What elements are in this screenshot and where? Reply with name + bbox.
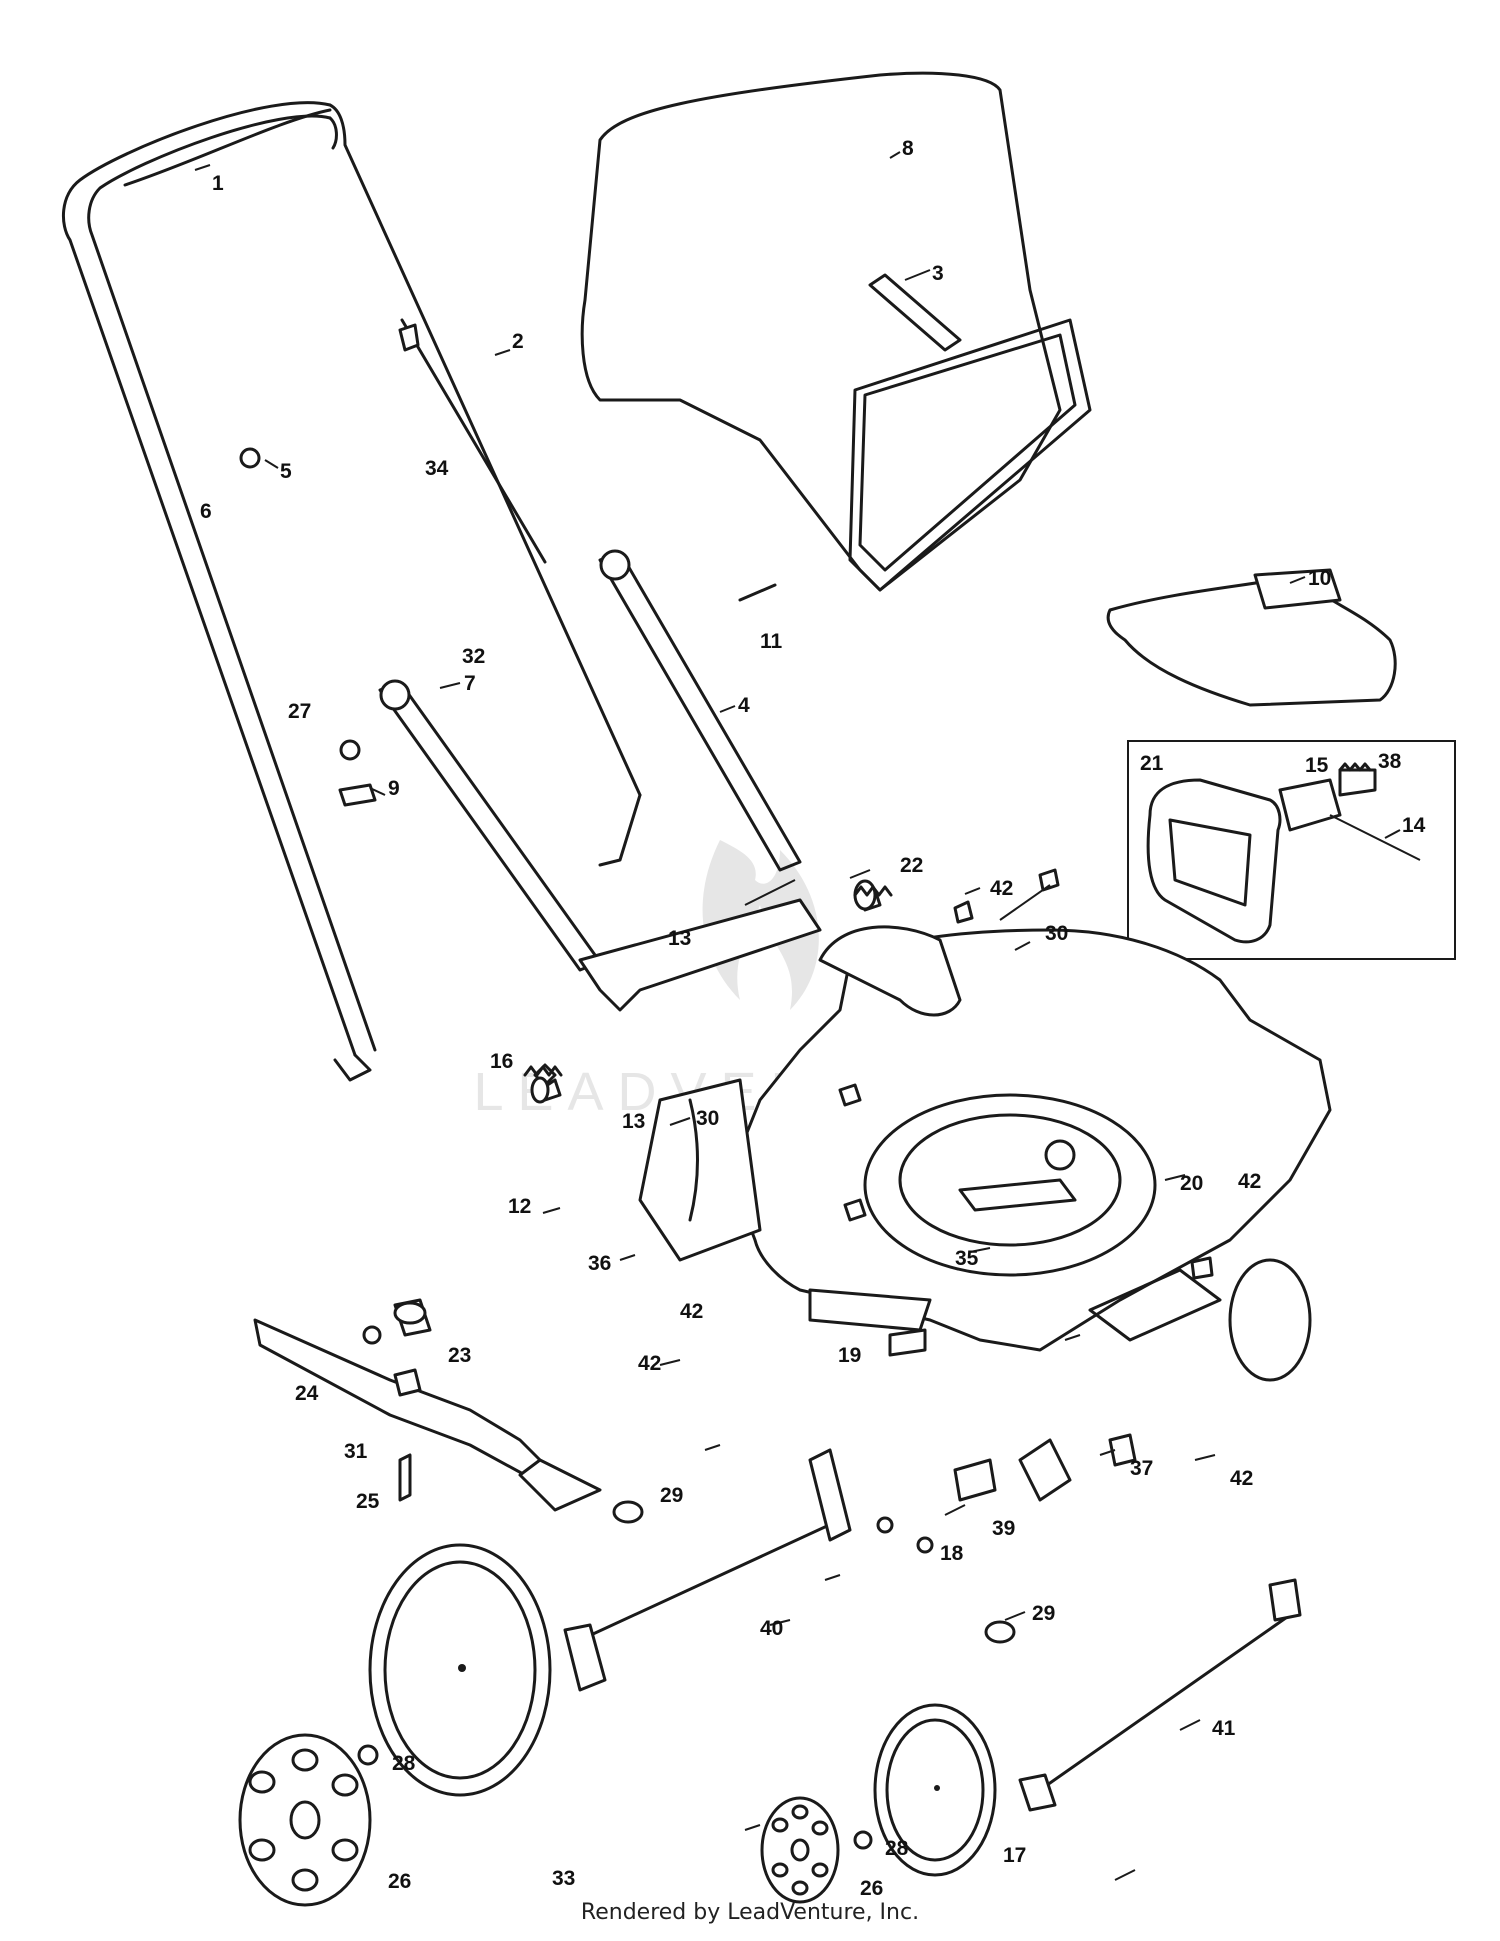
- callout-15: 15: [1305, 754, 1329, 777]
- rear-deflector: [1106, 568, 1397, 707]
- callout-3: 3: [932, 262, 944, 285]
- callout-13b: 13: [622, 1110, 645, 1133]
- callout-18: 18: [940, 1542, 964, 1565]
- callout-8: 8: [902, 137, 914, 160]
- callout-33: 33: [552, 1867, 575, 1890]
- callout-27: 27: [288, 700, 311, 723]
- leader-lines: [194, 151, 1401, 1881]
- callout-23: 23: [448, 1344, 471, 1367]
- blade: [253, 1298, 602, 1512]
- callout-11: 11: [760, 630, 783, 653]
- callout-34: 34: [425, 457, 449, 480]
- callout-42d: 42: [1230, 1467, 1253, 1490]
- callout-13a: 13: [668, 927, 691, 950]
- upper-handle: [61, 101, 642, 1082]
- mower-deck: [738, 925, 1332, 1352]
- callout-16: 16: [490, 1050, 513, 1073]
- callout-28b: 28: [885, 1837, 909, 1860]
- callout-29a: 29: [660, 1484, 683, 1507]
- callout-26b: 26: [860, 1877, 883, 1900]
- callout-40: 40: [760, 1617, 783, 1640]
- callout-5: 5: [280, 460, 292, 483]
- callout-39: 39: [992, 1517, 1015, 1540]
- callout-29b: 29: [1032, 1602, 1055, 1625]
- hardware-parts: [239, 318, 1214, 1850]
- callout-41: 41: [1212, 1717, 1236, 1740]
- callout-4: 4: [738, 694, 750, 717]
- front-wheel: [873, 1703, 997, 1877]
- callout-14: 14: [1402, 814, 1426, 837]
- front-axle: [1018, 1578, 1302, 1812]
- callout-1: 1: [212, 172, 224, 195]
- callout-31: 31: [344, 1440, 368, 1463]
- callout-26a: 26: [388, 1870, 411, 1893]
- callout-37: 37: [1130, 1457, 1153, 1480]
- callout-12: 12: [508, 1195, 531, 1218]
- rear-wheel: [368, 1543, 552, 1797]
- springs: [523, 762, 1372, 1077]
- callout-2: 2: [512, 330, 524, 353]
- rear-hubcap: [238, 1733, 372, 1907]
- callout-labels: 1 2 3 4 5 6 7 8 9 10 11 12 13 13 14 15 1…: [200, 137, 1426, 1900]
- callout-7: 7: [464, 672, 476, 695]
- callout-42e: 42: [680, 1300, 703, 1323]
- callout-36: 36: [588, 1252, 611, 1275]
- callout-24: 24: [295, 1382, 319, 1405]
- callout-19: 19: [838, 1344, 861, 1367]
- callout-17: 17: [1003, 1844, 1026, 1867]
- callout-30b: 30: [696, 1107, 719, 1130]
- callout-22: 22: [900, 854, 923, 877]
- rear-axle: [563, 1448, 852, 1692]
- callout-25: 25: [356, 1490, 380, 1513]
- callout-9: 9: [388, 777, 400, 800]
- callout-28a: 28: [392, 1752, 416, 1775]
- mulch-plug-inset: [1127, 740, 1456, 960]
- callout-20: 20: [1180, 1172, 1203, 1195]
- callout-32: 32: [462, 645, 485, 668]
- callout-6: 6: [200, 500, 212, 523]
- front-hubcap: [760, 1796, 840, 1904]
- callout-10: 10: [1308, 567, 1331, 590]
- grass-bag: [580, 71, 1092, 592]
- callout-38: 38: [1378, 750, 1402, 773]
- callout-42b: 42: [1238, 1170, 1261, 1193]
- footer-credit: Rendered by LeadVenture, Inc.: [580, 1900, 920, 1925]
- callout-42c: 42: [638, 1352, 661, 1375]
- callout-42a: 42: [990, 877, 1013, 900]
- deck-right-wheel: [1228, 1258, 1312, 1382]
- callout-30a: 30: [1045, 922, 1068, 945]
- callout-21: 21: [1140, 752, 1164, 775]
- callout-35: 35: [955, 1247, 979, 1270]
